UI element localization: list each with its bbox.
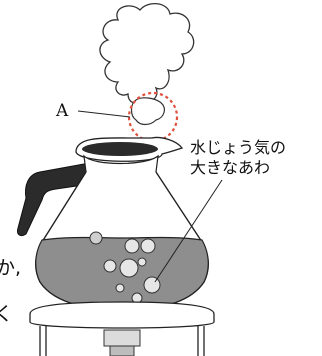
burner-stand	[29, 301, 215, 356]
edge-text-2: く	[0, 303, 13, 325]
bubble-leader	[154, 179, 223, 283]
bubble	[124, 238, 140, 254]
bubble	[115, 283, 125, 293]
kettle-handle	[17, 161, 96, 237]
bubble	[103, 259, 117, 273]
kettle-lid	[75, 136, 184, 178]
bubble-label-line1: 水じょう気の	[190, 138, 286, 157]
bubble-label-line2: 大きなあわ	[190, 158, 270, 177]
steam-bubbles	[89, 231, 161, 304]
bubble	[137, 257, 147, 267]
bubble	[119, 258, 139, 278]
bubble	[140, 238, 156, 254]
point-a-label: A	[55, 101, 69, 121]
point-a-leader	[77, 110, 131, 118]
edge-text-1: か,	[0, 257, 21, 279]
bubble	[89, 231, 103, 245]
steam-cloud	[99, 3, 195, 126]
bubble	[143, 276, 161, 294]
